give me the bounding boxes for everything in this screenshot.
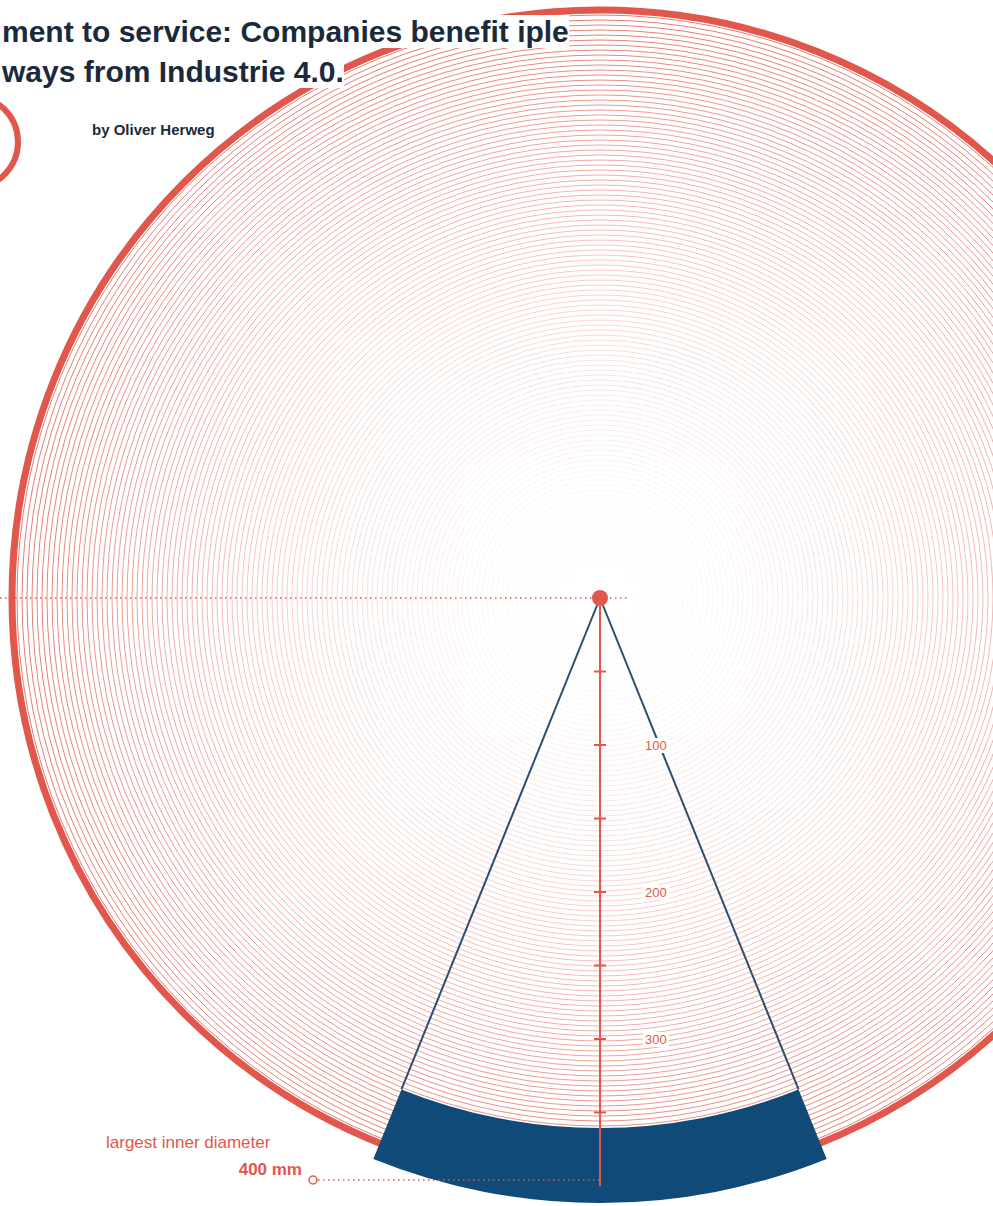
center-dot	[592, 590, 608, 606]
ring-line	[82, 80, 993, 1116]
ring-line	[92, 90, 993, 1106]
sector-edge	[600, 598, 799, 1089]
ring-line	[142, 140, 993, 1056]
scale-tick	[594, 671, 606, 673]
center-line	[0, 597, 628, 599]
small-ring	[0, 96, 18, 188]
ring-line	[162, 160, 993, 1036]
scale-tick	[594, 744, 606, 746]
leader-dot	[309, 1176, 317, 1184]
scale-tick	[594, 1038, 606, 1040]
ring-line	[592, 590, 608, 606]
scale-number: 200	[643, 885, 669, 900]
outer-ring	[12, 10, 993, 1186]
scale-tick	[594, 1112, 606, 1114]
ring-line	[22, 20, 993, 1176]
ring-line	[152, 150, 993, 1046]
author-line: by Oliver Herweg	[90, 121, 217, 138]
ring-line	[122, 120, 993, 1076]
ring-line	[42, 40, 993, 1156]
ring-line	[52, 50, 993, 1146]
scale-tick	[594, 891, 606, 893]
heading: ment to service: Companies benefit iple …	[2, 15, 569, 88]
ring-line	[192, 190, 993, 1006]
leader-line	[318, 1179, 600, 1181]
dimension-value: 400 mm	[237, 1160, 304, 1180]
scale-tick	[594, 818, 606, 820]
heading-block: ment to service: Companies benefit iple …	[2, 12, 617, 92]
dimension-caption: largest inner diameter	[104, 1133, 272, 1153]
ring-line	[182, 180, 993, 1016]
scale-tick	[594, 965, 606, 967]
scale-number: 100	[643, 738, 669, 753]
scale-ticks	[594, 672, 606, 1113]
scale-number: 300	[643, 1032, 669, 1047]
sector-edge	[401, 598, 600, 1089]
